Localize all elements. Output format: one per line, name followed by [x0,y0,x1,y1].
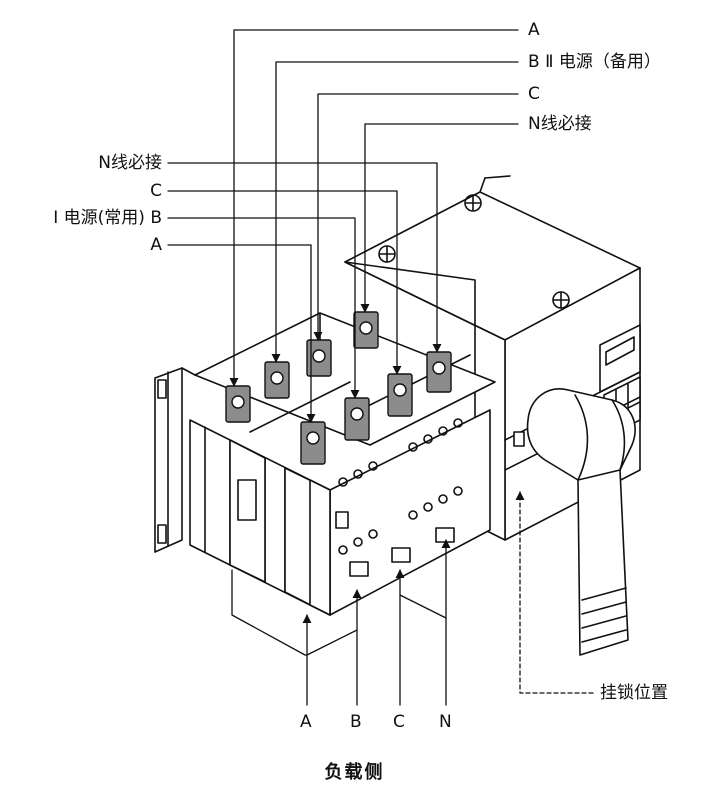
label-top-n: N线必接 [528,114,592,134]
terminal-source1-c [306,339,332,377]
leader-lines [167,29,594,706]
terminal-source2-c [387,373,413,417]
operating-handle [513,388,636,656]
screw-icon [552,291,570,309]
switch-body [154,312,496,616]
label-top-a: A [528,20,540,40]
label-padlock-position: 挂锁位置 [600,683,668,703]
caption-load-side: 负载侧 [324,762,385,783]
label-top-b-source2: B Ⅱ 电源（备用） [528,52,661,72]
label-bottom-b: B [350,712,362,732]
label-bottom-n: N [439,712,452,732]
label-bottom-c: C [393,712,405,732]
screw-icon [378,245,396,263]
label-top-c: C [528,84,540,104]
terminal-source2-a [300,421,326,465]
label-bottom-a: A [300,712,312,732]
terminal-source2-b [344,397,370,441]
terminal-source2-n [426,351,452,393]
terminals [225,311,452,465]
label-left-c: C [150,181,162,201]
terminal-source1-b [264,361,290,399]
terminal-source1-n [353,311,379,349]
label-left-b-source1: Ⅰ 电源(常用) B [53,208,162,228]
label-left-n: N线必接 [98,153,162,173]
terminal-source1-a [225,385,251,423]
screw-icon [464,194,482,212]
label-left-a: A [150,235,162,255]
terminal-holes [338,418,463,555]
